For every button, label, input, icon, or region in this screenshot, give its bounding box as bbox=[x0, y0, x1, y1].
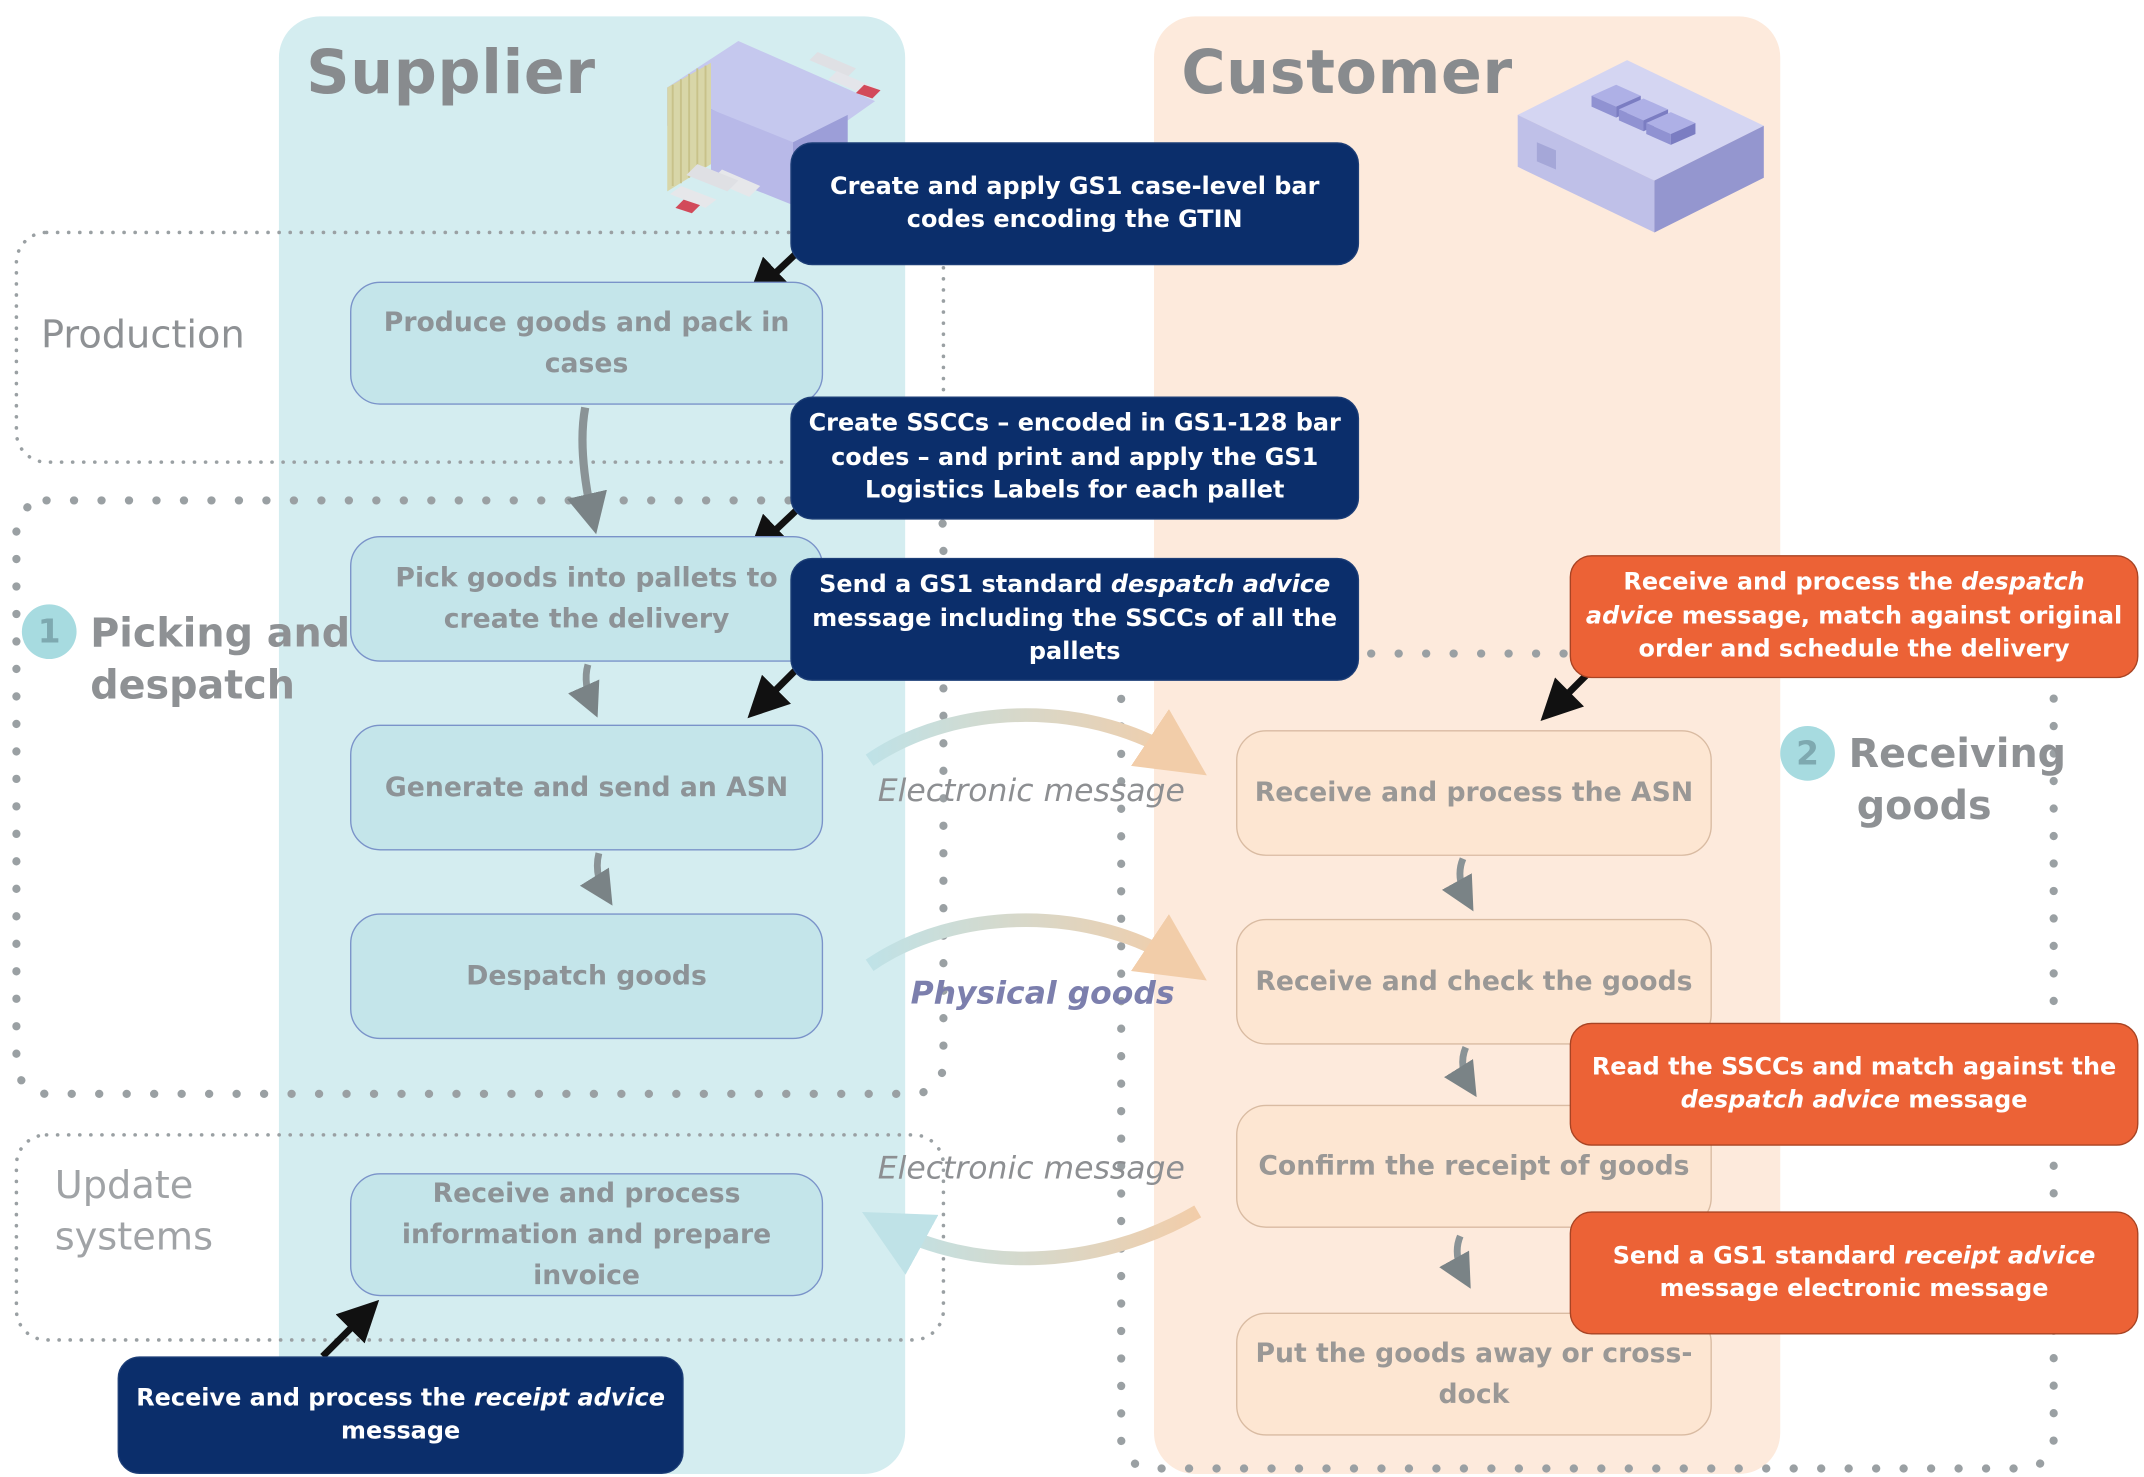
callout-send-receipt-advice-text-a: Send a GS1 standard bbox=[1612, 1242, 1905, 1270]
customer-warehouse-icon bbox=[1517, 60, 1764, 233]
picking-frame bbox=[12, 496, 948, 1098]
callout-send-receipt-advice-text-i: receipt advice bbox=[1904, 1242, 2096, 1270]
production-frame bbox=[14, 230, 946, 464]
flow-label-electronic-message-return: Electronic message bbox=[877, 1151, 1185, 1187]
callout-receipt-advice-text-i: receipt advice bbox=[473, 1384, 665, 1412]
customer-title: Customer bbox=[1181, 38, 1513, 109]
callout-send-despatch-advice-text-a: Send a GS1 standard bbox=[819, 571, 1111, 600]
callout-sscc-labels: Create SSCCs – encoded in GS1-128 bar co… bbox=[790, 396, 1360, 520]
callout-process-despatch-advice-text-b: message, match against original order an… bbox=[1638, 602, 2123, 664]
callout-send-despatch-advice-text-i: despatch advice bbox=[1110, 571, 1331, 600]
callout-send-despatch-advice-text-b: message including the SSCCs of all the p… bbox=[812, 605, 1338, 667]
flow-label-physical-goods: Physical goods bbox=[910, 976, 1175, 1012]
step-produce-goods: Produce goods and pack in cases bbox=[350, 281, 824, 405]
phase-number-1: 1 bbox=[21, 604, 77, 660]
callout-read-ssccs: Read the SSCCs and match against the des… bbox=[1569, 1022, 2139, 1146]
step-prepare-invoice: Receive and process information and prep… bbox=[350, 1173, 824, 1297]
callout-send-receipt-advice-text-b: message electronic message bbox=[1659, 1275, 2049, 1304]
callout-receipt-advice-text-b: message bbox=[341, 1417, 461, 1446]
phase-picking-line1: Picking and bbox=[90, 609, 351, 657]
phase-update-line1: Update bbox=[54, 1162, 194, 1208]
callout-read-ssccs-text-i: despatch advice bbox=[1680, 1087, 1900, 1115]
callout-sscc-labels-text: Create SSCCs – encoded in GS1-128 bar co… bbox=[808, 410, 1341, 505]
callout-process-despatch-advice-text-i: despatch advice bbox=[1585, 569, 2085, 630]
flow-label-electronic-message: Electronic message bbox=[877, 773, 1185, 810]
callout-process-despatch-advice: Receive and process the despatch advice … bbox=[1569, 555, 2139, 679]
supplier-title: Supplier bbox=[306, 38, 596, 109]
phase-receiving-line1: Receiving bbox=[1848, 730, 2067, 777]
callout-case-barcodes: Create and apply GS1 case-level bar code… bbox=[790, 142, 1360, 266]
phase-picking-line2: despatch bbox=[90, 661, 295, 709]
callout-process-despatch-advice-text-a: Receive and process the bbox=[1623, 569, 1962, 597]
step-process-asn: Receive and process the ASN bbox=[1236, 730, 1712, 856]
callout-read-ssccs-text-a: Read the SSCCs and match against the bbox=[1591, 1053, 2117, 1081]
phase-production: Production bbox=[41, 311, 245, 357]
update-frame bbox=[14, 1133, 946, 1342]
step-pick-goods: Pick goods into pallets to create the de… bbox=[350, 535, 824, 662]
callout-case-barcodes-text: Create and apply GS1 case-level bar code… bbox=[830, 172, 1320, 234]
phase-update-line2: systems bbox=[54, 1214, 214, 1260]
phase-number-2: 2 bbox=[1780, 726, 1835, 781]
callout-read-ssccs-text-b: message bbox=[1899, 1087, 2028, 1115]
step-generate-asn: Generate and send an ASN bbox=[350, 724, 824, 851]
callout-receipt-advice: Receive and process the receipt advice m… bbox=[117, 1356, 684, 1474]
phase-receiving-line2: goods bbox=[1856, 782, 1992, 829]
callout-send-despatch-advice: Send a GS1 standard despatch advice mess… bbox=[790, 557, 1360, 681]
callout-send-receipt-advice: Send a GS1 standard receipt advice messa… bbox=[1569, 1211, 2139, 1335]
step-despatch-goods: Despatch goods bbox=[350, 913, 824, 1040]
callout-receipt-advice-text-a: Receive and process the bbox=[136, 1384, 474, 1412]
